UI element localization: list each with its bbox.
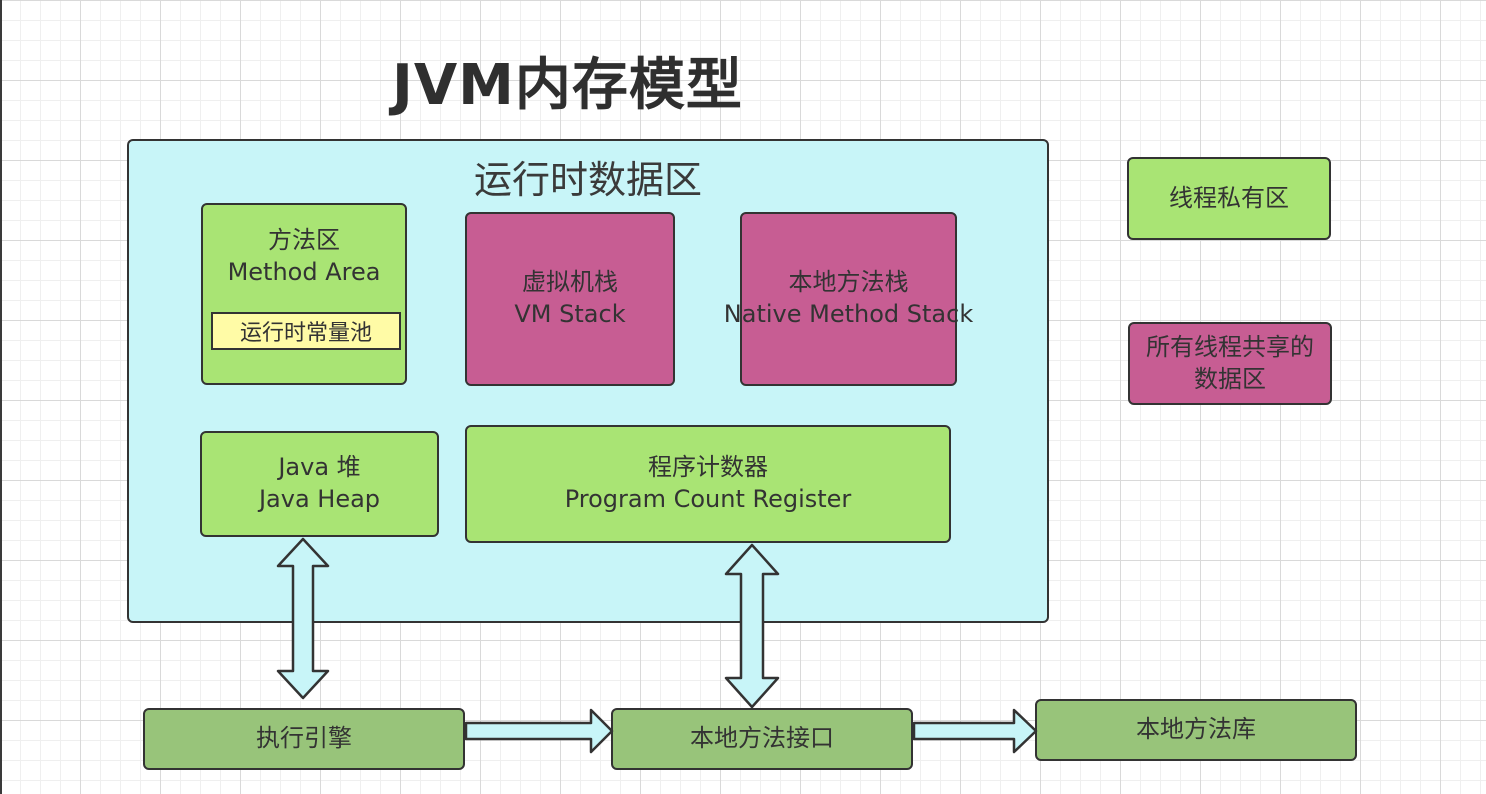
program-counter-label-cn: 程序计数器 (648, 453, 768, 482)
native-method-stack-label-en: Native Method Stack (723, 300, 974, 328)
method-area-label-cn: 方法区 (268, 226, 340, 254)
program-counter-box: 程序计数器 Program Count Register (465, 425, 951, 543)
execution-engine-box: 执行引擎 (143, 708, 465, 770)
legend-shared-data: 所有线程共享的 数据区 (1128, 322, 1332, 405)
engine-to-interface-arrow (464, 708, 614, 754)
vm-stack-label-cn: 虚拟机栈 (522, 268, 618, 297)
runtime-constant-pool-box: 运行时常量池 (211, 312, 401, 350)
native-library-box: 本地方法库 (1035, 699, 1357, 761)
legend-shared-label-line2: 数据区 (1194, 364, 1266, 393)
diagram-title: JVM内存模型 (392, 53, 743, 118)
native-library-label: 本地方法库 (1136, 715, 1256, 744)
method-area-label-en: Method Area (227, 257, 381, 286)
java-heap-label-en: Java Heap (258, 485, 381, 513)
legend-thread-private: 线程私有区 (1127, 157, 1331, 240)
java-heap-box: Java 堆 Java Heap (200, 431, 439, 537)
native-method-stack-label-cn: 本地方法栈 (788, 268, 909, 297)
runtime-data-area-label: 运行时数据区 (473, 158, 702, 202)
method-area-box: 方法区 Method Area (201, 203, 407, 385)
native-method-stack-box: 本地方法栈 Native Method Stack (724, 212, 973, 386)
execution-engine-label: 执行引擎 (256, 724, 352, 753)
legend-thread-private-label: 线程私有区 (1169, 183, 1289, 212)
vm-stack-label-en: VM Stack (514, 300, 626, 328)
java-heap-label-cn: Java 堆 (278, 453, 361, 482)
program-counter-label-en: Program Count Register (564, 485, 852, 513)
interface-to-library-arrow (912, 708, 1038, 754)
native-interface-label: 本地方法接口 (690, 724, 834, 753)
legend-shared-label-line1: 所有线程共享的 (1146, 333, 1314, 362)
native-interface-box: 本地方法接口 (611, 708, 913, 770)
vm-stack-box: 虚拟机栈 VM Stack (465, 212, 675, 386)
left-border-line (0, 0, 2, 794)
